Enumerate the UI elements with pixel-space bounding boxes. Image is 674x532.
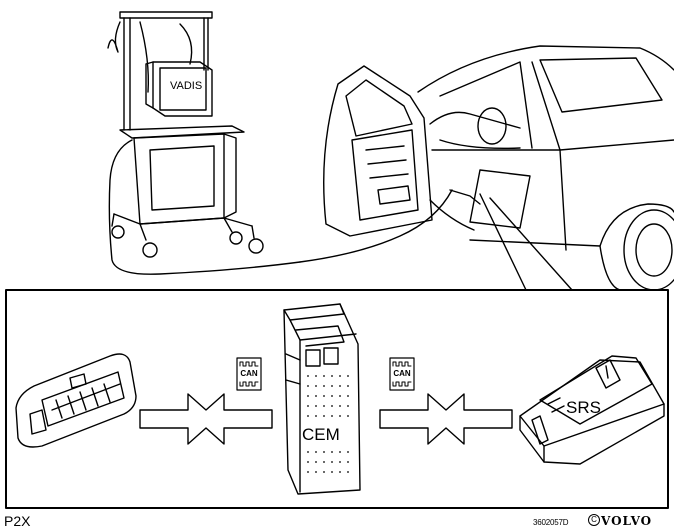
copyright-mark: C bbox=[588, 514, 600, 526]
diagnostic-connector bbox=[15, 353, 137, 448]
can-symbol-right bbox=[389, 357, 415, 391]
vadis-label: VADIS bbox=[170, 80, 203, 92]
srs-module bbox=[519, 355, 665, 465]
cem-module bbox=[283, 303, 361, 495]
srs-label: SRS bbox=[566, 398, 601, 417]
can-label-left: CAN bbox=[240, 369, 258, 378]
can-label-right: CAN bbox=[393, 369, 411, 378]
cem-label: CEM bbox=[302, 425, 340, 444]
arrow-connector-to-cem bbox=[139, 393, 273, 445]
detail-frame bbox=[5, 289, 669, 509]
cem-pin-grid bbox=[307, 375, 349, 473]
vadis-cart bbox=[107, 11, 453, 275]
reference-number: 3602057D bbox=[533, 518, 569, 527]
arrow-cem-to-srs bbox=[379, 393, 513, 445]
figure-code: P2X bbox=[4, 513, 31, 529]
car-illustration bbox=[323, 45, 674, 291]
callout-lines bbox=[479, 193, 573, 291]
can-symbol-left bbox=[236, 357, 262, 391]
brand-logo: VOLVO bbox=[601, 514, 653, 528]
